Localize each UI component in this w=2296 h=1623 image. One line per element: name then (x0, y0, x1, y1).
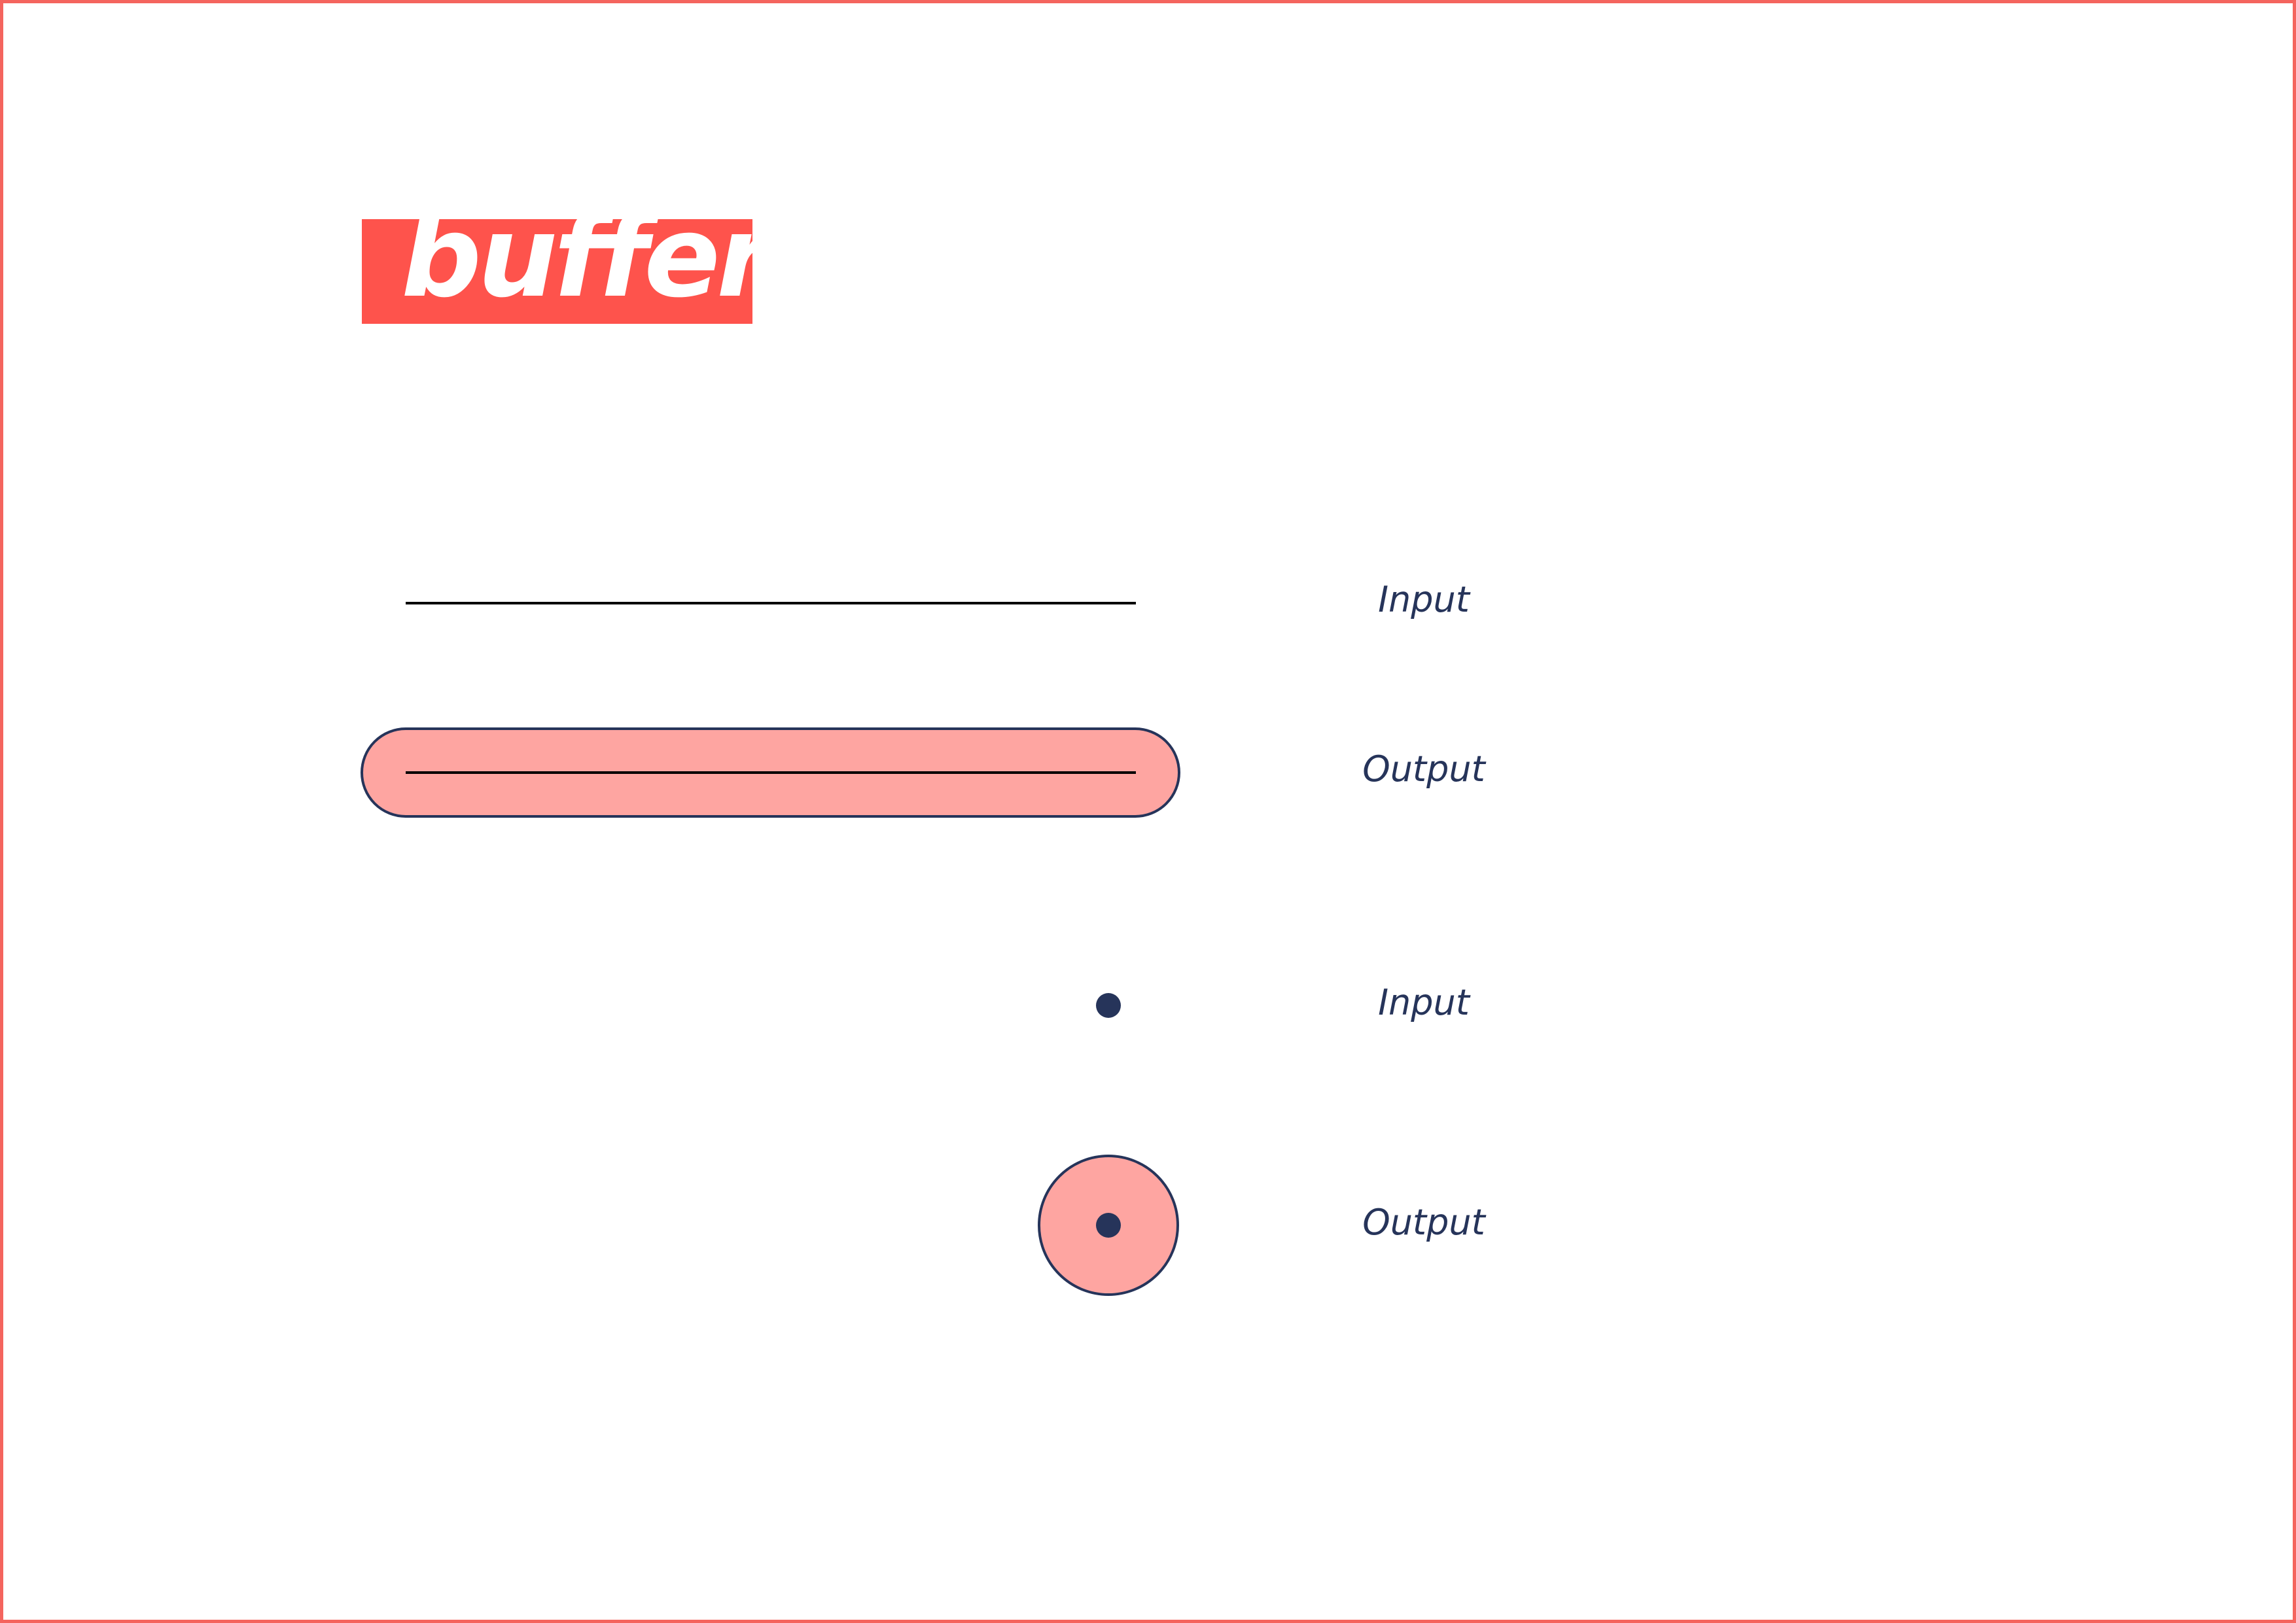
legend-label-point-output: Output (1362, 1202, 1485, 1243)
title-text: buffer (401, 219, 752, 323)
legend-label-point-input: Input (1378, 982, 1470, 1023)
output-point (1096, 1213, 1121, 1238)
legend-label-line-input: Input (1378, 579, 1470, 620)
title-banner: buffer (362, 219, 752, 324)
input-point (1096, 993, 1121, 1018)
legend-label-line-output: Output (1362, 748, 1485, 790)
